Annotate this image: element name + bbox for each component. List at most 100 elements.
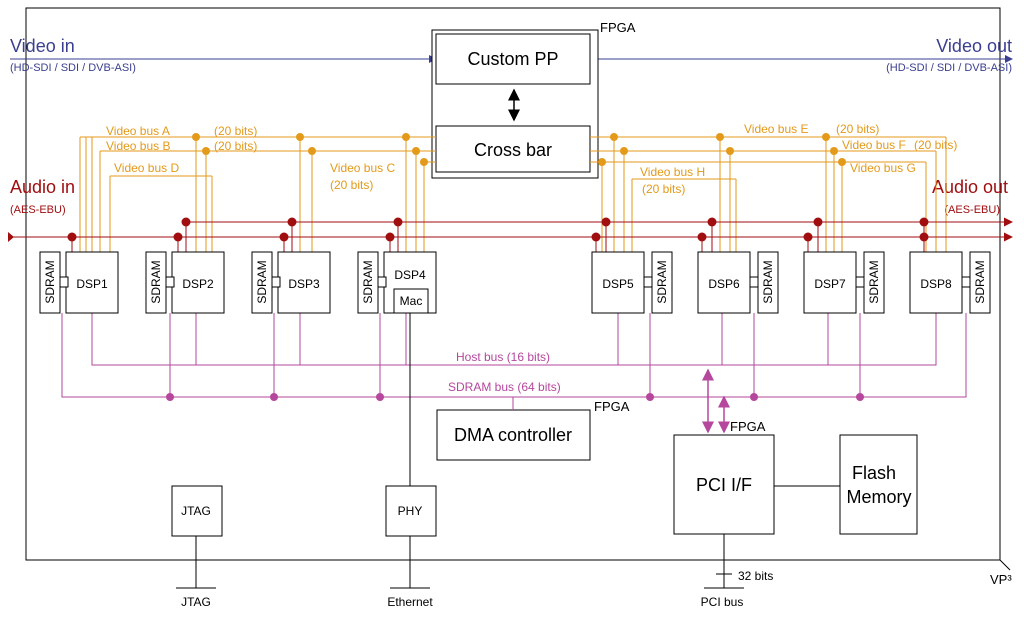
sdram-node-0 — [166, 393, 174, 401]
video-bus-c-label: Video bus C — [330, 161, 395, 175]
audio-out-format: (AES-EBU) — [944, 204, 1000, 216]
video-bus-f-bits: (20 bits) — [914, 138, 957, 152]
custom-pp-box — [435, 33, 591, 85]
sdram-bus-label: SDRAM bus (64 bits) — [448, 380, 561, 394]
sdram8-label: SDRAM — [973, 260, 987, 303]
phy-box-label: PHY — [398, 504, 423, 518]
dsp5-label: DSP5 — [602, 277, 634, 291]
video-bus-b-bits: (20 bits) — [214, 139, 257, 153]
dsp3-box — [277, 251, 331, 314]
dsp4-label: DSP4 — [394, 268, 426, 282]
sdram4-label: SDRAM — [361, 260, 375, 303]
board-label: VP³ — [990, 572, 1012, 587]
video-bus-h-bits: (20 bits) — [642, 182, 685, 196]
video-out-title: Video out — [936, 36, 1012, 56]
sdram-node-4 — [750, 393, 758, 401]
dsp8-box — [909, 251, 963, 314]
sdram3-connector — [271, 276, 281, 288]
sdram-node-3 — [646, 393, 654, 401]
video-bus-node-5-0 — [620, 147, 628, 155]
video-bus-node-4-0 — [610, 133, 618, 141]
video-bus-node-6-0 — [598, 158, 606, 166]
video-bus-g-label: Video bus G — [850, 161, 916, 175]
sdram7-connector — [855, 276, 865, 288]
phy-box — [385, 485, 437, 537]
pci-if-label: PCI I/F — [696, 475, 752, 495]
dsp6-box — [697, 251, 751, 314]
sdram2-label: SDRAM — [149, 260, 163, 303]
sdram5-connector — [643, 276, 653, 288]
mac-label: Mac — [400, 294, 423, 308]
sdram-bus-line — [61, 313, 967, 398]
jtag-connector-label: JTAG — [181, 595, 211, 609]
video-bus-node-2-0 — [420, 158, 428, 166]
flash-line2: Memory — [846, 487, 911, 507]
dsp2-label: DSP2 — [182, 277, 214, 291]
sdram1-connector — [59, 276, 69, 288]
audio-out-title: Audio out — [932, 177, 1008, 197]
jtag-box-label: JTAG — [181, 504, 211, 518]
sdram1-label: SDRAM — [43, 260, 57, 303]
audio-in-arrow — [8, 232, 14, 242]
video-bus-node-0-0 — [192, 133, 200, 141]
sdram6-connector — [749, 276, 759, 288]
video-bus-node-6-1 — [838, 158, 846, 166]
board-outline — [25, 7, 1001, 561]
dma-controller-box — [436, 409, 591, 461]
dsp3-label: DSP3 — [288, 277, 320, 291]
video-bus-node-5-1 — [726, 147, 734, 155]
host-bus-label: Host bus (16 bits) — [456, 350, 550, 364]
video-bus-d-label: Video bus D — [114, 161, 179, 175]
video-bus-node-0-1 — [296, 133, 304, 141]
jtag-box — [171, 485, 223, 537]
video-bus-a-bits: (20 bits) — [214, 124, 257, 138]
video-in-title: Video in — [10, 36, 75, 56]
audio-in-title: Audio in — [10, 177, 75, 197]
dma-controller-label: DMA controller — [454, 425, 572, 445]
dsp7-label: DSP7 — [814, 277, 846, 291]
sdram-node-1 — [270, 393, 278, 401]
pci-bits-label: 32 bits — [738, 569, 773, 583]
dsp1-box — [65, 251, 119, 314]
dsp1-label: DSP1 — [76, 277, 108, 291]
video-bus-node-1-0 — [202, 147, 210, 155]
video-bus-node-4-1 — [716, 133, 724, 141]
video-bus-node-1-2 — [412, 147, 420, 155]
video-bus-node-4-2 — [822, 133, 830, 141]
fpga-top-label: FPGA — [600, 20, 636, 35]
cross-bar-label: Cross bar — [474, 140, 552, 160]
video-bus-node-0-2 — [402, 133, 410, 141]
sdram-node-2 — [376, 393, 384, 401]
sdram5-label: SDRAM — [655, 260, 669, 303]
dsp2-box — [171, 251, 225, 314]
audio-in-format: (AES-EBU) — [10, 204, 66, 216]
sdram4-connector — [377, 276, 387, 288]
sdram2-connector — [165, 276, 175, 288]
video-bus-b-label: Video bus B — [106, 139, 171, 153]
sdram-node-5 — [856, 393, 864, 401]
pci-fpga-label: FPGA — [730, 419, 766, 434]
phy-connector-label: Ethernet — [387, 595, 433, 609]
mac-box — [393, 288, 429, 314]
video-bus-f-label: Video bus F — [842, 138, 906, 152]
video-bus-c-bits: (20 bits) — [330, 178, 373, 192]
video-bus-node-1-1 — [308, 147, 316, 155]
video-bus-e-bits: (20 bits) — [836, 122, 879, 136]
sdram3-label: SDRAM — [255, 260, 269, 303]
host-sdram-bus-lines — [61, 313, 967, 401]
flash-line1: Flash — [852, 463, 896, 483]
dsp8-label: DSP8 — [920, 277, 952, 291]
video-out-formats: (HD-SDI / SDI / DVB-ASI) — [886, 62, 1012, 74]
host-bus-line — [91, 313, 937, 366]
cross-bar-box — [435, 125, 591, 173]
pci-bus-label: PCI bus — [701, 595, 744, 609]
video-in-formats: (HD-SDI / SDI / DVB-ASI) — [10, 62, 136, 74]
sdram7-label: SDRAM — [867, 260, 881, 303]
video-bus-a-label: Video bus A — [106, 124, 170, 138]
video-bus-node-5-2 — [830, 147, 838, 155]
video-bus-h-label: Video bus H — [640, 165, 705, 179]
sdram8-connector — [961, 276, 971, 288]
audio-lines — [8, 217, 1013, 252]
video-bus-lines — [79, 133, 947, 252]
